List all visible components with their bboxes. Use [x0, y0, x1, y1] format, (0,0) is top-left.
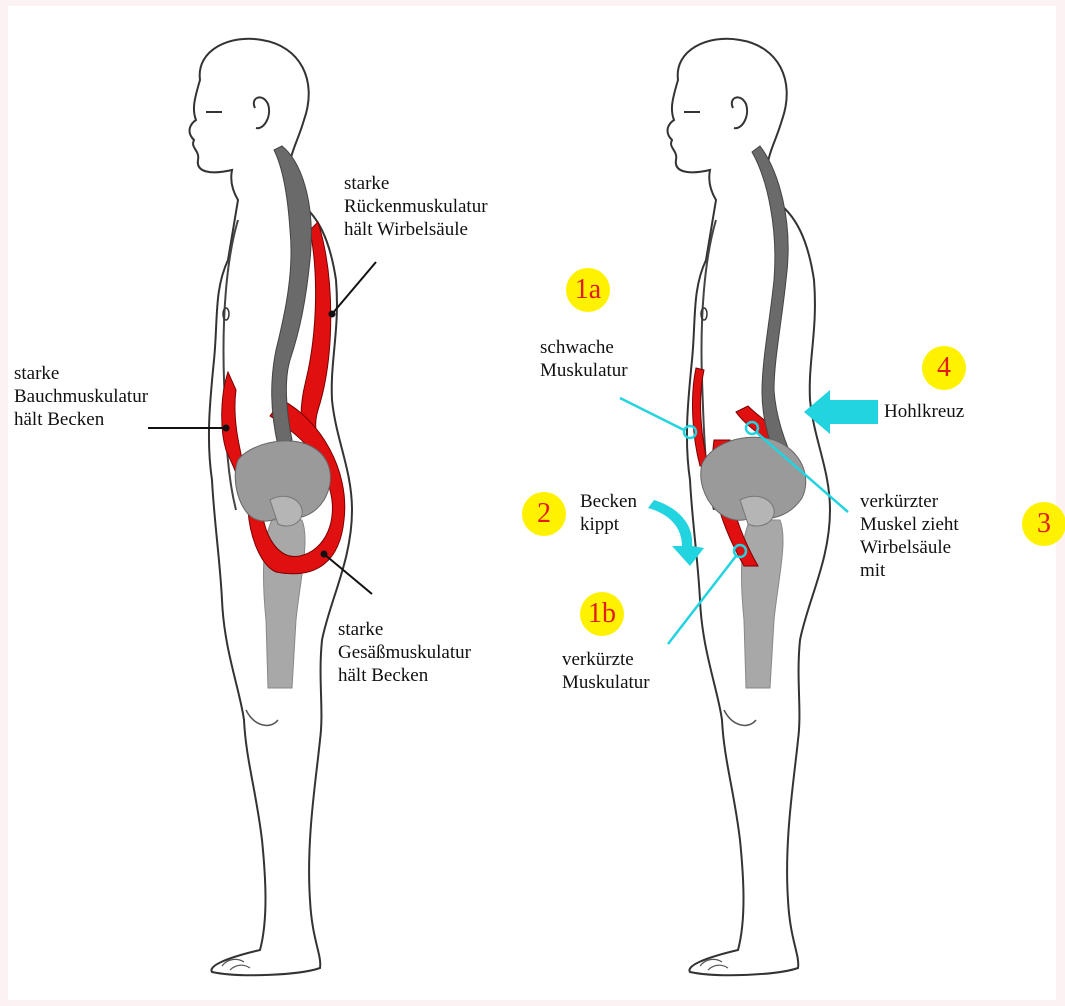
- badge-4: 4: [922, 346, 966, 390]
- label-gluteal-muscles: starke Gesäßmuskulatur hält Becken: [338, 618, 471, 687]
- left-body: [148, 39, 376, 975]
- badge-1b: 1b: [580, 592, 624, 636]
- label-back-muscles: starke Rückenmuskulatur hält Wirbelsäule: [344, 172, 488, 241]
- right-body: [668, 39, 830, 975]
- label-hollow-back: Hohlkreuz: [884, 400, 964, 423]
- label-pelvis-tilts: Becken kippt: [580, 490, 637, 536]
- label-shortened-muscle-pulls: verkürzter Muskel zieht Wirbelsäule mit: [860, 490, 959, 582]
- label-weak-muscles: schwache Muskulatur: [540, 336, 628, 382]
- badge-1a: 1a: [566, 268, 610, 312]
- label-abdominal-muscles: starke Bauchmuskulatur hält Becken: [14, 362, 148, 431]
- badge-2: 2: [522, 492, 566, 536]
- label-shortened-muscles: verkürzte Muskulatur: [562, 648, 650, 694]
- badge-3: 3: [1022, 502, 1065, 546]
